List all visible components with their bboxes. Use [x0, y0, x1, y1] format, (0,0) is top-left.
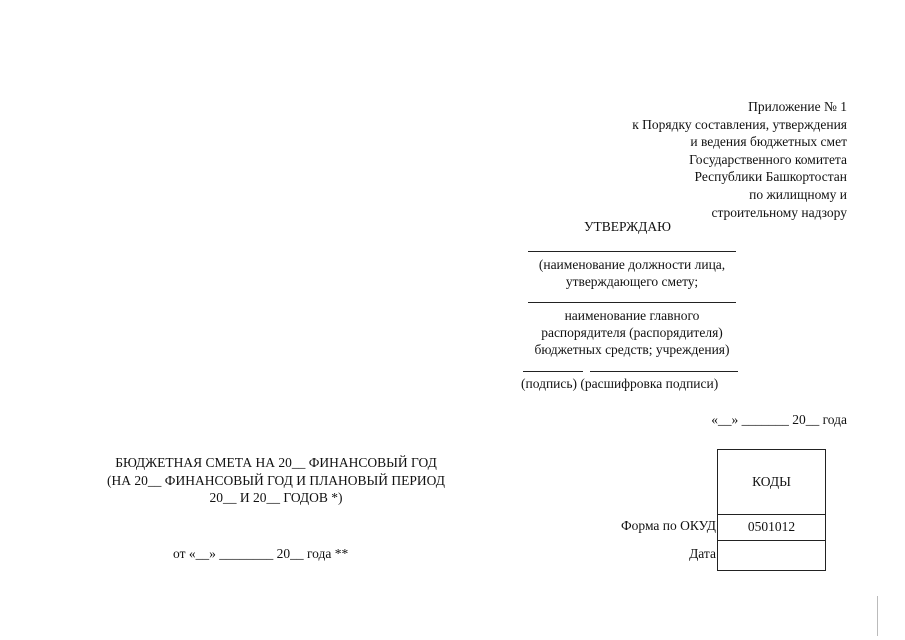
official-caption-line: утверждающего смету;: [565, 274, 699, 289]
appendix-block: Приложение № 1 к Порядку составления, ут…: [632, 98, 847, 221]
manager-caption-line: распорядителя (распорядителя): [541, 325, 723, 340]
appendix-line: Приложение № 1: [748, 99, 847, 114]
official-caption: (наименование должности лица, утверждающ…: [510, 256, 754, 290]
okud-label: Форма по ОКУД: [620, 518, 716, 533]
signature-decode-line: [590, 371, 738, 372]
okud-cell: 0501012: [717, 514, 826, 541]
manager-line: [528, 302, 736, 303]
date-label: Дата: [689, 546, 716, 561]
date-cell: [717, 540, 826, 571]
document-title-line: БЮДЖЕТНАЯ СМЕТА НА 20__ ФИНАНСОВЫЙ ГОД: [115, 455, 437, 470]
appendix-line: по жилищному и: [749, 186, 847, 202]
signature-caption: (подпись) (расшифровка подписи): [521, 376, 719, 391]
appendix-line: Государственного комитета: [689, 151, 847, 167]
document-date: от «__» ________ 20__ года **: [173, 546, 349, 561]
approval-date: «__» _______ 20__ года: [711, 412, 847, 427]
approval-title: УТВЕРЖДАЮ: [584, 219, 672, 234]
manager-caption-line: бюджетных средств; учреждения): [534, 342, 730, 357]
document-title-line: (НА 20__ ФИНАНСОВЫЙ ГОД И ПЛАНОВЫЙ ПЕРИО…: [107, 472, 445, 488]
appendix-line: строительному надзору: [711, 204, 847, 220]
codes-header: КОДЫ: [752, 474, 791, 489]
appendix-line: и ведения бюджетных смет: [690, 134, 847, 150]
okud-value: 0501012: [747, 519, 796, 534]
manager-caption-line: наименование главного: [564, 308, 700, 323]
signature-line: [523, 371, 583, 372]
appendix-line: Республики Башкортостан: [694, 169, 847, 185]
codes-header-cell: КОДЫ: [717, 449, 826, 515]
appendix-line: к Порядку составления, утверждения: [632, 116, 847, 132]
manager-caption: наименование главного распорядителя (рас…: [505, 307, 759, 358]
scan-edge-mark: [877, 596, 878, 636]
official-signature-line: [528, 251, 736, 252]
document-title: БЮДЖЕТНАЯ СМЕТА НА 20__ ФИНАНСОВЫЙ ГОД (…: [78, 454, 474, 507]
document-title-line: 20__ И 20__ ГОДОВ *): [209, 490, 343, 505]
official-caption-line: (наименование должности лица,: [538, 257, 726, 272]
